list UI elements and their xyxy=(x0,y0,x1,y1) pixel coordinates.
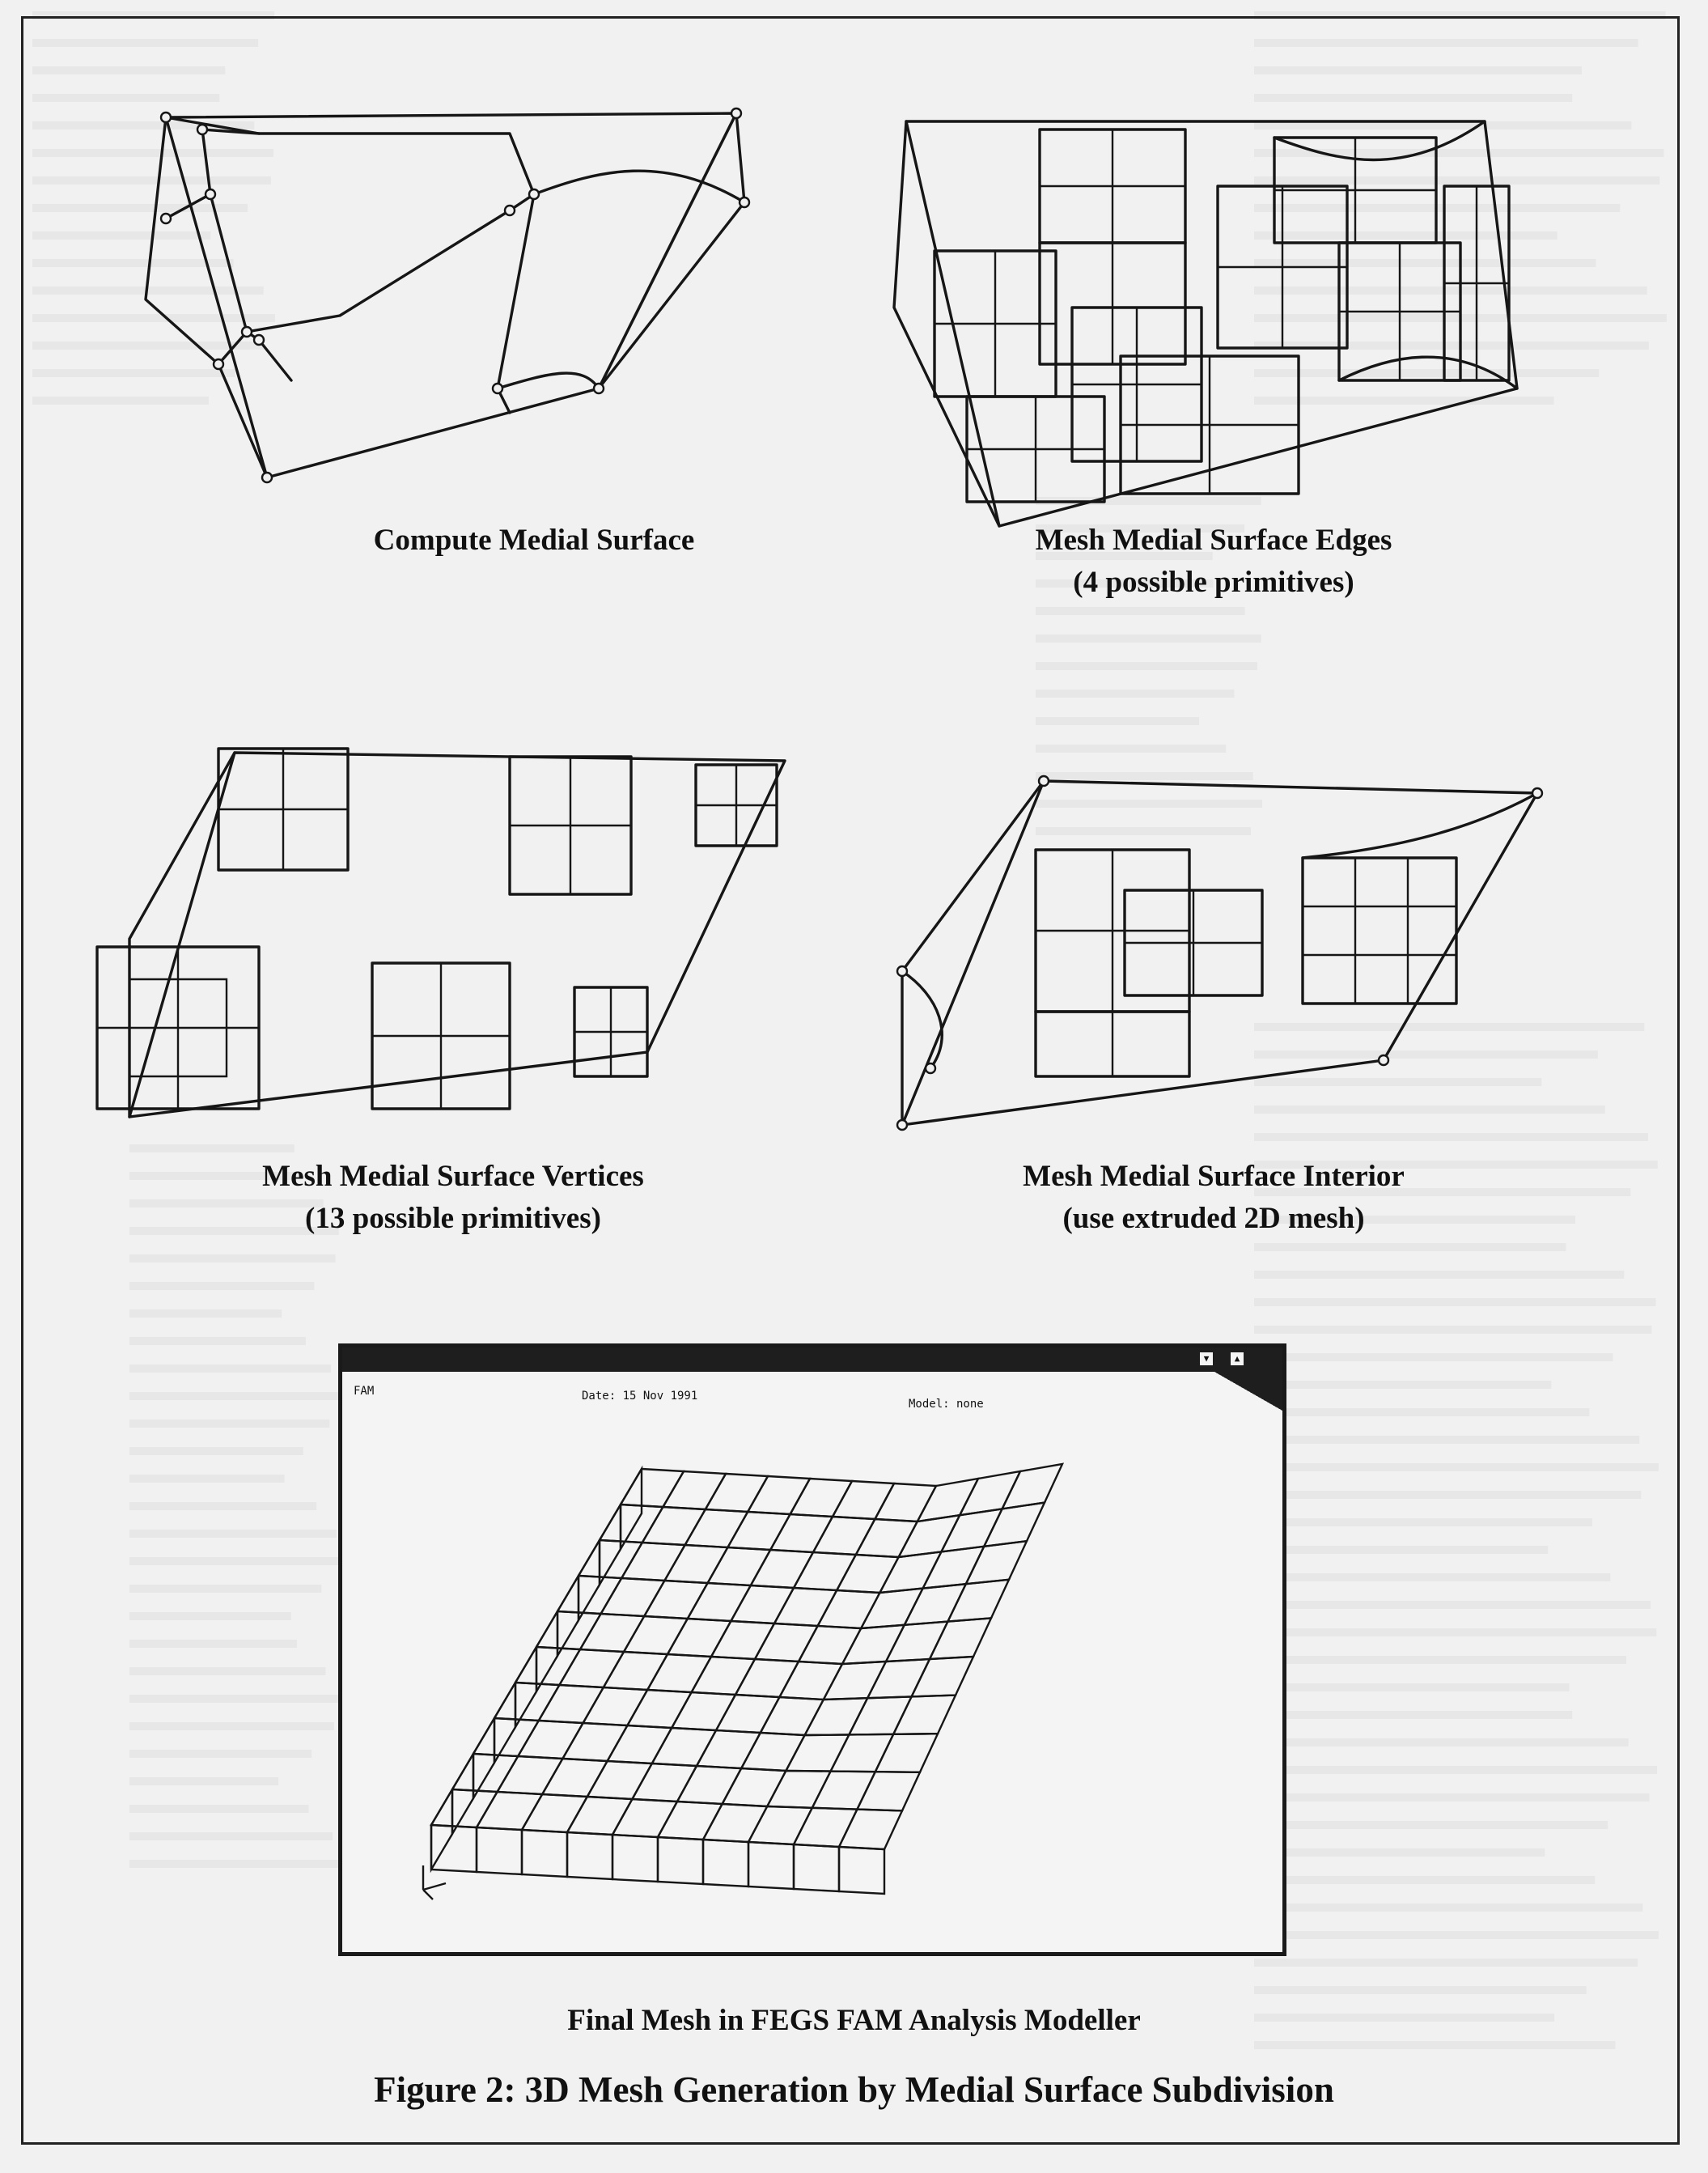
medial-surface-drawing xyxy=(144,107,751,484)
mesh-side-face xyxy=(430,1785,454,1874)
fam-modeller-window: ▼ ▲ FAM Date: 15 Nov 1991 Model: none xyxy=(338,1343,1286,1956)
caption-line: Mesh Medial Surface Edges xyxy=(1035,524,1392,557)
mesh-side-face xyxy=(792,1843,841,1893)
caption-line: (13 possible primitives) xyxy=(305,1202,601,1235)
caption-mesh-medial-surface-vertices: Mesh Medial Surface Vertices (13 possibl… xyxy=(162,1156,744,1240)
mesh-side-face xyxy=(619,1465,643,1553)
mesh-cell xyxy=(873,1732,939,1774)
mesh-cell xyxy=(909,1655,975,1698)
panel-mesh-medial-surface-edges xyxy=(886,113,1598,550)
mesh-side-face xyxy=(451,1750,475,1838)
mesh-side-face xyxy=(701,1838,750,1888)
mesh-side-face xyxy=(520,1828,569,1878)
mesh-side-face xyxy=(475,1826,523,1876)
caption-compute-medial-surface: Compute Medial Surface xyxy=(243,520,825,562)
panel-compute-medial-surface xyxy=(97,97,825,510)
model-label: Model: none xyxy=(909,1398,984,1411)
axis-triad-icon xyxy=(422,1865,447,1900)
mesh-side-face xyxy=(611,1833,659,1883)
minimize-icon[interactable]: ▼ xyxy=(1200,1352,1213,1365)
vertex-mesh-drawing xyxy=(95,747,786,1118)
edge-mesh-drawing xyxy=(892,120,1519,528)
caption-line: Mesh Medial Surface Vertices xyxy=(262,1160,644,1193)
mesh-side-face xyxy=(656,1836,705,1886)
panel-mesh-medial-surface-vertices xyxy=(81,736,809,1141)
mesh-side-face xyxy=(472,1714,496,1802)
caption-line: Compute Medial Surface xyxy=(373,524,695,557)
mesh-side-face xyxy=(837,1845,886,1895)
caption-line: (use extruded 2D mesh) xyxy=(1062,1202,1365,1235)
figure-title: Figure 2: 3D Mesh Generation by Medial S… xyxy=(374,2069,1334,2110)
mesh-side-face xyxy=(577,1536,601,1624)
caption-mesh-medial-surface-interior: Mesh Medial Surface Interior (use extrud… xyxy=(922,1156,1505,1240)
date-label: Date: 15 Nov 1991 xyxy=(582,1390,698,1403)
caption-mesh-medial-surface-edges: Mesh Medial Surface Edges (4 possible pr… xyxy=(922,520,1505,604)
mesh-side-face xyxy=(566,1831,614,1881)
mesh-side-face xyxy=(747,1840,795,1891)
mesh-cell xyxy=(946,1578,1011,1623)
interior-mesh-drawing xyxy=(896,775,1544,1131)
mesh-side-face xyxy=(493,1679,517,1767)
mesh-cell xyxy=(958,1470,1023,1517)
app-label: FAM xyxy=(354,1385,375,1398)
mesh-side-face xyxy=(598,1500,622,1589)
mesh-side-face xyxy=(535,1607,559,1696)
mesh-cell xyxy=(982,1501,1047,1548)
mesh-cell xyxy=(928,1617,993,1661)
maximize-icon[interactable]: ▲ xyxy=(1231,1352,1244,1365)
mesh-cell xyxy=(892,1694,957,1736)
mesh-side-face xyxy=(514,1643,538,1731)
mesh-cell xyxy=(837,1808,904,1851)
final-mesh-caption: Final Mesh in FEGS FAM Analysis Modeller xyxy=(567,2004,1141,2037)
corner-tab xyxy=(1214,1372,1282,1411)
caption-line: Mesh Medial Surface Interior xyxy=(1023,1160,1405,1193)
mesh-cell xyxy=(1000,1462,1065,1510)
mesh-cell xyxy=(855,1770,922,1812)
caption-line: (4 possible primitives) xyxy=(1073,566,1354,599)
final-mesh-drawing xyxy=(429,1462,1065,1895)
mesh-side-face xyxy=(556,1572,580,1660)
window-titlebar[interactable]: ▼ ▲ xyxy=(342,1348,1282,1372)
figure-frame xyxy=(21,16,1680,2145)
panel-mesh-medial-surface-interior xyxy=(882,769,1562,1149)
final-mesh-viewport[interactable] xyxy=(342,1348,1282,1952)
